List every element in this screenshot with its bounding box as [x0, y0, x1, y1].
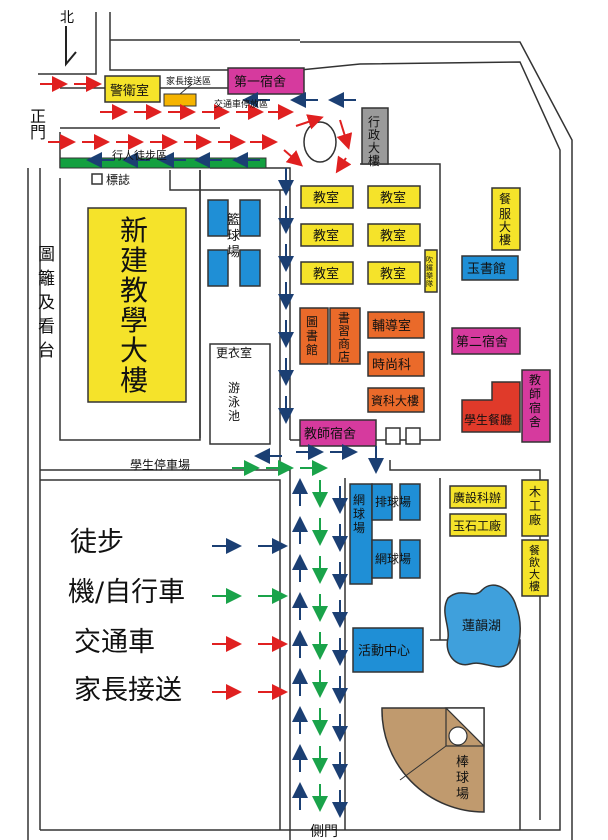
minor-structures	[91, 121, 421, 445]
admin-label: 行政大樓	[368, 115, 380, 168]
map-labels: 警衛室 家長接送區 交通車停放區 第一宿舍 行人徒步區 標誌 側門 學生停車場 …	[106, 74, 512, 840]
jade-hall-label: 玉書館	[467, 262, 506, 277]
canteen-label: 學生餐廳	[464, 412, 512, 427]
classroom-5: 教室	[313, 266, 339, 282]
bookstore-label: 書習商店	[338, 311, 350, 364]
parking-label: 學生停車場	[130, 457, 190, 472]
locker-label: 更衣室	[216, 345, 252, 360]
second-dorm-label: 第二宿舍	[456, 334, 508, 350]
north-label: 北	[60, 10, 74, 26]
classroom-1: 教室	[313, 190, 339, 206]
magenta-buildings	[227, 67, 551, 447]
vertical-labels: 正門 行政大樓 新建教學大樓 籃球場 圖籬及看台 游泳池 吹鑼樂隊 圖書館 書習…	[30, 107, 541, 802]
tennis-label: 網球場	[375, 552, 411, 566]
new-building-label: 新建教學大樓	[120, 214, 148, 397]
lotus-lake-label: 蓮韻湖	[462, 618, 501, 634]
legend-parent-label: 家長接送	[74, 675, 182, 706]
wind-office-label: 吹鑼樂隊	[426, 255, 433, 288]
legend-bike-label: 機/自行車	[68, 577, 186, 608]
orange-buildings	[299, 307, 425, 413]
lotus-lake	[444, 584, 521, 668]
counseling-label: 輔導室	[372, 318, 411, 334]
stands-label: 圖籬及看台	[38, 245, 55, 361]
classroom-6: 教室	[380, 266, 406, 282]
activity-label: 活動中心	[358, 644, 410, 659]
classroom-4: 教室	[380, 228, 406, 244]
legend-walk-label: 徒步	[70, 527, 124, 558]
classroom-2: 教室	[380, 190, 406, 206]
uniform-top-label: 餐	[499, 191, 511, 206]
teacher-dorm-right-label: 教師宿舍	[529, 372, 541, 429]
first-dorm-label: 第一宿舍	[234, 74, 286, 90]
main-gate-label: 正門	[30, 107, 46, 142]
parent-drop-label: 家長接送區	[166, 75, 211, 87]
north-compass: 北	[60, 10, 77, 67]
guard-room-label: 警衛室	[110, 83, 149, 99]
baseball-field	[381, 707, 485, 813]
pedestrian-label: 行人徒步區	[112, 148, 167, 162]
pool-label: 游泳池	[228, 381, 240, 423]
landmark-label: 標誌	[106, 172, 130, 187]
ball-field-label: 網球場	[353, 493, 365, 535]
food-building-label: 餐飲大樓	[529, 543, 540, 593]
wood-workshop-label: 木工廠	[529, 485, 541, 527]
walking-route-arrows	[86, 92, 384, 818]
info-building-label: 資科大樓	[371, 393, 419, 408]
basketball-label: 籃球場	[227, 213, 240, 260]
yellow-buildings	[87, 75, 549, 597]
baseball-label: 棒球場	[456, 755, 469, 802]
classroom-3: 教室	[313, 228, 339, 244]
fashion-label: 時尚科	[372, 358, 411, 373]
legend-arrows	[212, 538, 288, 700]
jade-workshop-label: 玉石工廠	[453, 518, 501, 533]
admin-building	[361, 107, 389, 165]
legend-bus-label: 交通車	[74, 627, 155, 658]
library-label: 圖書館	[306, 315, 318, 357]
bike-route-arrows	[232, 460, 328, 812]
vehicle-route-arrows	[40, 76, 353, 174]
parent-drop-zone	[163, 93, 197, 107]
design-label: 廣設科辦	[453, 490, 501, 505]
uniform-label: 服大樓	[499, 207, 511, 247]
volleyball-label: 排球場	[375, 495, 411, 509]
teacher-dorm-left-label: 教師宿舍	[304, 426, 356, 442]
bus-drop-label: 交通車停放區	[214, 98, 268, 110]
canteen-building	[461, 381, 521, 433]
side-gate-label: 側門	[310, 824, 338, 840]
